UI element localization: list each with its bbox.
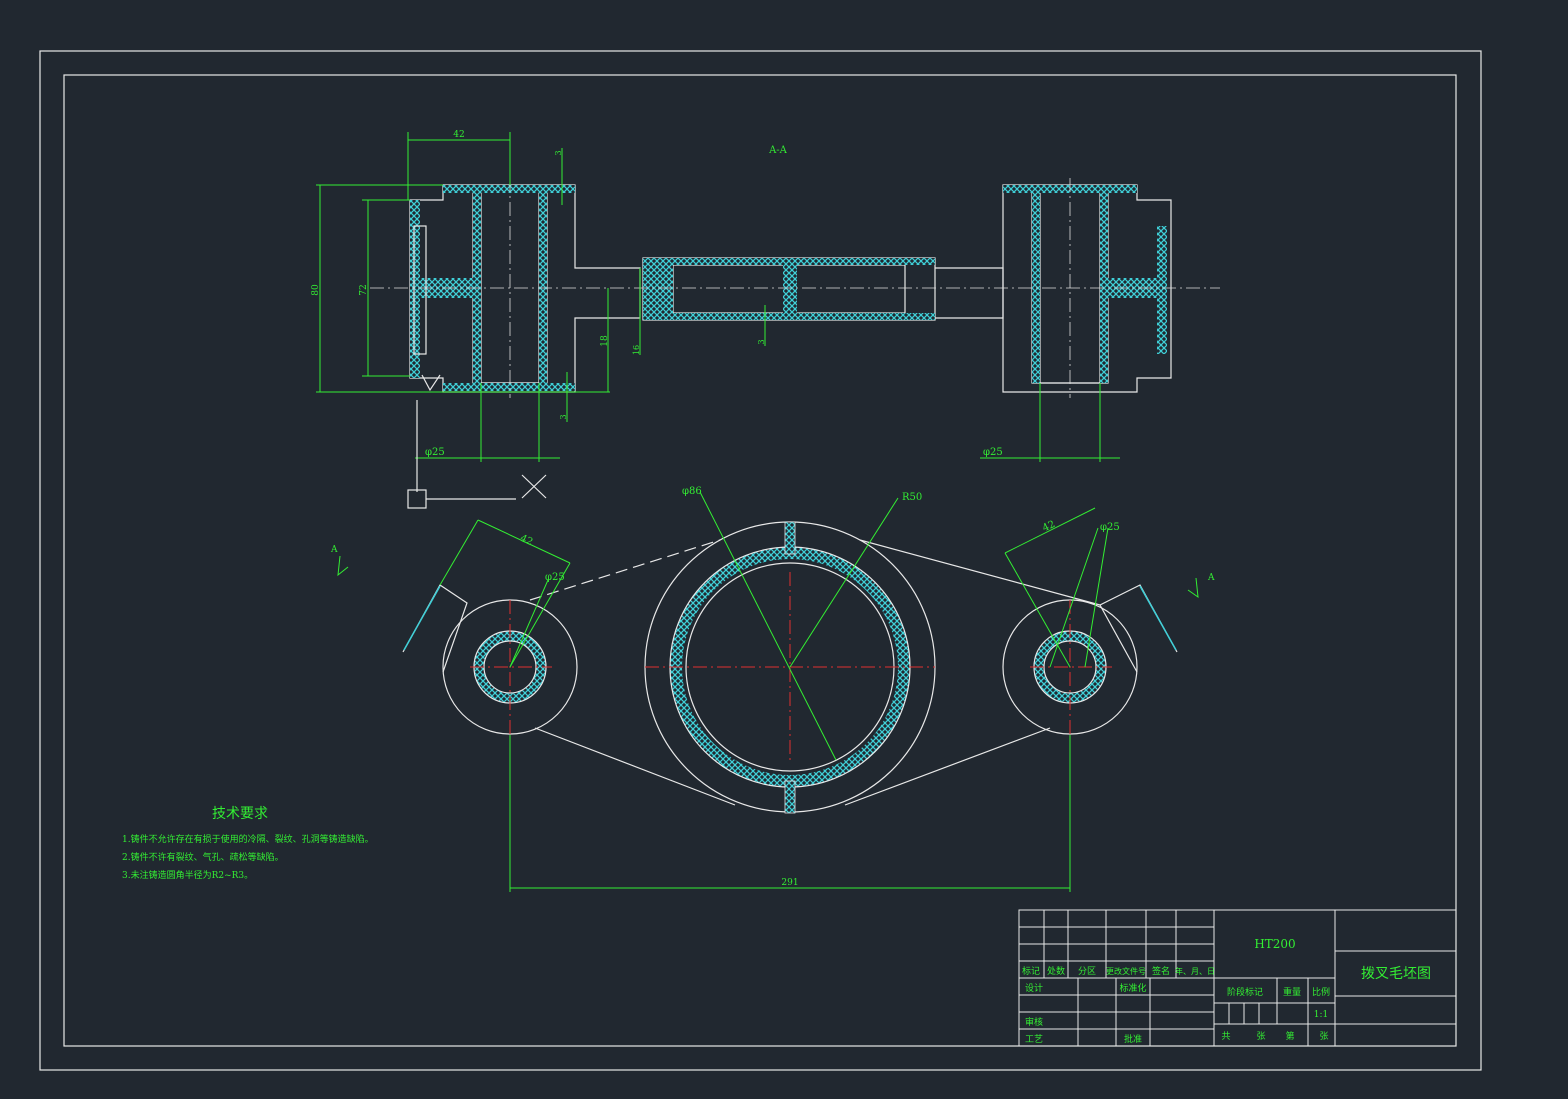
tb-material: HT200 xyxy=(1254,937,1295,951)
tb-process: 工艺 xyxy=(1025,1034,1043,1045)
dim-ext-42-right-a xyxy=(1004,552,1071,668)
title-block-text: HT200 拨叉毛坯图 标记 处数 分区 更改文件号 签名 年、月、日 设计 标… xyxy=(1022,937,1431,1045)
tb-scale: 比例 xyxy=(1312,986,1330,998)
tb-standardize: 标准化 xyxy=(1119,982,1146,994)
tb-total: 共 xyxy=(1221,1031,1230,1042)
outer-frame xyxy=(39,50,1482,1071)
rod-coat-bottom xyxy=(643,313,935,320)
tech-item-1: 1.铸件不允许存在有损于使用的冷隔、裂纹、孔洞等铸造缺陷。 xyxy=(122,833,374,845)
datum-box xyxy=(407,489,427,509)
dim-3-bottom: 3 xyxy=(559,414,568,419)
rod-neck-right xyxy=(935,267,1004,319)
left-coat-face xyxy=(410,200,420,378)
roughness-symbol xyxy=(421,374,441,392)
tech-title: 技术要求 xyxy=(212,806,268,822)
dim-42: 42 xyxy=(453,130,464,140)
tb-stage-mark: 阶段标记 xyxy=(1227,986,1263,998)
tech-item-2: 2.铸件不许有裂纹、气孔、疏松等缺陷。 xyxy=(122,851,284,863)
rod-coat-left xyxy=(643,265,673,313)
tb-sheet: 张 xyxy=(1319,1031,1328,1042)
inner-frame xyxy=(63,74,1457,1047)
tb-count: 处数 xyxy=(1047,965,1065,977)
outline-top-right xyxy=(859,539,1101,606)
dim-r50: R50 xyxy=(902,492,922,503)
view-mark-right: A xyxy=(1207,573,1215,583)
rod-coat-mid xyxy=(783,265,797,313)
dim-bore-left: φ25 xyxy=(425,447,445,458)
big-rib-bottom xyxy=(784,780,796,814)
dim-line-42-left xyxy=(477,519,571,564)
tb-drawing-name: 拨叉毛坯图 xyxy=(1361,966,1431,982)
tb-no: 第 xyxy=(1285,1030,1294,1042)
view-mark-left: A xyxy=(330,545,338,555)
outline-bottom-left xyxy=(534,727,736,806)
dim-3-top: 3 xyxy=(554,150,563,155)
section-label: A-A xyxy=(768,145,788,156)
plan-view: φ86 R50 42 φ25 42 φ25 291 A A xyxy=(330,486,1215,892)
tech-item-3: 3.未注铸造圆角半径为R2~R3。 xyxy=(122,869,253,881)
dim-16: 16 xyxy=(632,345,641,355)
dim-80: 80 xyxy=(311,284,321,296)
dim-leader-25-left xyxy=(509,579,549,668)
dim-25-left: φ25 xyxy=(545,572,565,583)
right-arm xyxy=(1099,584,1178,673)
dim-bore-right: φ25 xyxy=(983,447,1003,458)
view-arrow-right xyxy=(1187,577,1199,599)
tb-mark: 标记 xyxy=(1022,965,1040,977)
left-coat-bottom xyxy=(443,383,575,391)
dim-42-left: 42 xyxy=(518,533,534,548)
dim-ext-42-left-a xyxy=(439,519,479,586)
left-face-slot xyxy=(413,225,427,355)
tb-zone: 分区 xyxy=(1078,966,1096,977)
dim-18: 18 xyxy=(600,335,610,347)
dim-3-mid: 3 xyxy=(757,339,766,344)
section-view: 42 80 72 18 16 3 3 3 φ25 φ25 A-A xyxy=(311,130,1220,509)
dim-42-right: 42 xyxy=(1041,519,1057,534)
dim-leader-25-right-b xyxy=(1084,527,1109,668)
view-arrow-left xyxy=(337,555,349,577)
left-arm xyxy=(402,584,468,673)
tb-sign: 签名 xyxy=(1152,965,1170,977)
dim-291: 291 xyxy=(781,878,798,888)
tb-date: 年、月、日 xyxy=(1175,966,1215,976)
dim-86: φ86 xyxy=(682,486,702,497)
tb-review: 审核 xyxy=(1025,1016,1043,1028)
tb-weight: 重量 xyxy=(1283,986,1301,998)
dim-ext-42-left-b xyxy=(509,562,571,668)
rod-coat-top xyxy=(643,258,935,265)
dim-leader-r50 xyxy=(789,497,899,668)
tb-change-doc: 更改文件号 xyxy=(1106,966,1146,976)
left-arm-coat xyxy=(403,585,441,651)
outline-bottom-right xyxy=(844,727,1051,806)
right-coat-face xyxy=(1157,226,1167,354)
dim-line-42-right xyxy=(1004,507,1096,554)
dim-leader-25-right-a xyxy=(1049,527,1099,668)
right-arm-coat xyxy=(1139,585,1177,651)
left-coat-top xyxy=(443,185,575,193)
tb-scale-value: 1:1 xyxy=(1314,1010,1328,1020)
outline-top-left xyxy=(529,539,721,601)
dim-leader-86 xyxy=(699,491,837,761)
cross-mark xyxy=(521,474,547,499)
tb-approve: 批准 xyxy=(1124,1033,1142,1045)
big-rib-top xyxy=(784,521,796,555)
title-block xyxy=(1018,909,1457,1047)
tech-requirements: 技术要求 1.铸件不允许存在有损于使用的冷隔、裂纹、孔洞等铸造缺陷。 2.铸件不… xyxy=(122,806,374,881)
tb-design: 设计 xyxy=(1025,982,1043,994)
dim-72: 72 xyxy=(359,284,369,295)
dim-25-right: φ25 xyxy=(1100,522,1120,533)
tb-sheets: 张 xyxy=(1256,1031,1265,1042)
